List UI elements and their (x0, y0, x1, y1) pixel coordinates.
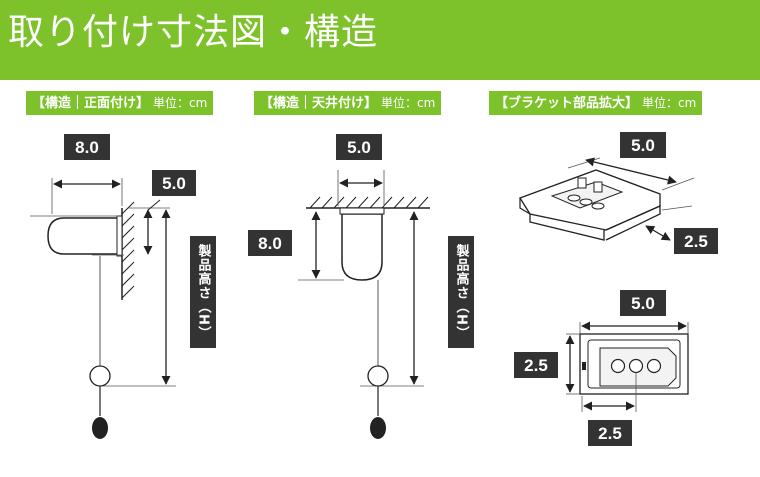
label-box (514, 352, 558, 378)
bracket-perspective (519, 169, 661, 241)
front-mount-diagram: 8.0 5.0 製品高さ（H） (30, 134, 216, 439)
cord-stopper (367, 365, 389, 387)
pull-weight (92, 417, 108, 439)
headrail (47, 217, 119, 255)
wall (121, 201, 135, 300)
label-box (620, 290, 666, 316)
perspective-length-label: 5.0 (631, 136, 655, 155)
label-box (190, 236, 216, 348)
front-width-label: 8.0 (75, 138, 99, 157)
section-title: 【ブラケット部品拡大】 (495, 96, 639, 111)
cord-stopper (89, 365, 111, 387)
headrail (341, 213, 383, 281)
ceiling (306, 196, 430, 209)
label-box (152, 170, 196, 196)
section-unit: 単位：cm (153, 96, 208, 110)
label-box (248, 230, 292, 256)
section-title: 【構造｜正面付け】 (32, 96, 150, 111)
bracket (339, 207, 385, 215)
label-box (448, 236, 474, 348)
pull-weight (370, 417, 386, 439)
front-height-label: 製品高さ（H） (196, 243, 213, 339)
label-box (588, 420, 632, 446)
ceiling-depth-label: 5.0 (347, 138, 371, 157)
front-clearance-label: 5.0 (162, 174, 186, 193)
perspective-depth-label: 2.5 (684, 232, 708, 251)
bracket-detail-diagram: 5.0 2.5 5.0 2.5 2.5 (514, 132, 718, 446)
page-title: 取り付け寸法図・構造 (8, 12, 379, 53)
top-width-label: 5.0 (631, 294, 655, 313)
label-box (64, 134, 110, 160)
ceiling-height-label: 製品高さ（H） (454, 243, 471, 339)
ceiling-drop-label: 8.0 (258, 234, 282, 253)
label-box (674, 228, 718, 254)
label-box (620, 132, 666, 158)
section-label-ceiling-mount: 【構造｜天井付け】単位：cm (254, 91, 442, 115)
section-label-bracket-detail: 【ブラケット部品拡大】単位：cm (489, 91, 703, 115)
section-title: 【構造｜天井付け】 (260, 96, 378, 111)
section-label-front-mount: 【構造｜正面付け】単位：cm (26, 91, 214, 115)
label-box (336, 134, 382, 160)
section-unit: 単位：cm (642, 96, 697, 110)
ceiling-mount-diagram: 5.0 8.0 製品高さ（H） (248, 134, 474, 439)
bracket (116, 215, 123, 257)
side-height-label: 2.5 (524, 356, 548, 375)
header-banner: 取り付け寸法図・構造 (0, 0, 760, 80)
bottom-width-label: 2.5 (598, 424, 622, 443)
bracket-top-view (579, 333, 689, 395)
section-unit: 単位：cm (381, 96, 436, 110)
